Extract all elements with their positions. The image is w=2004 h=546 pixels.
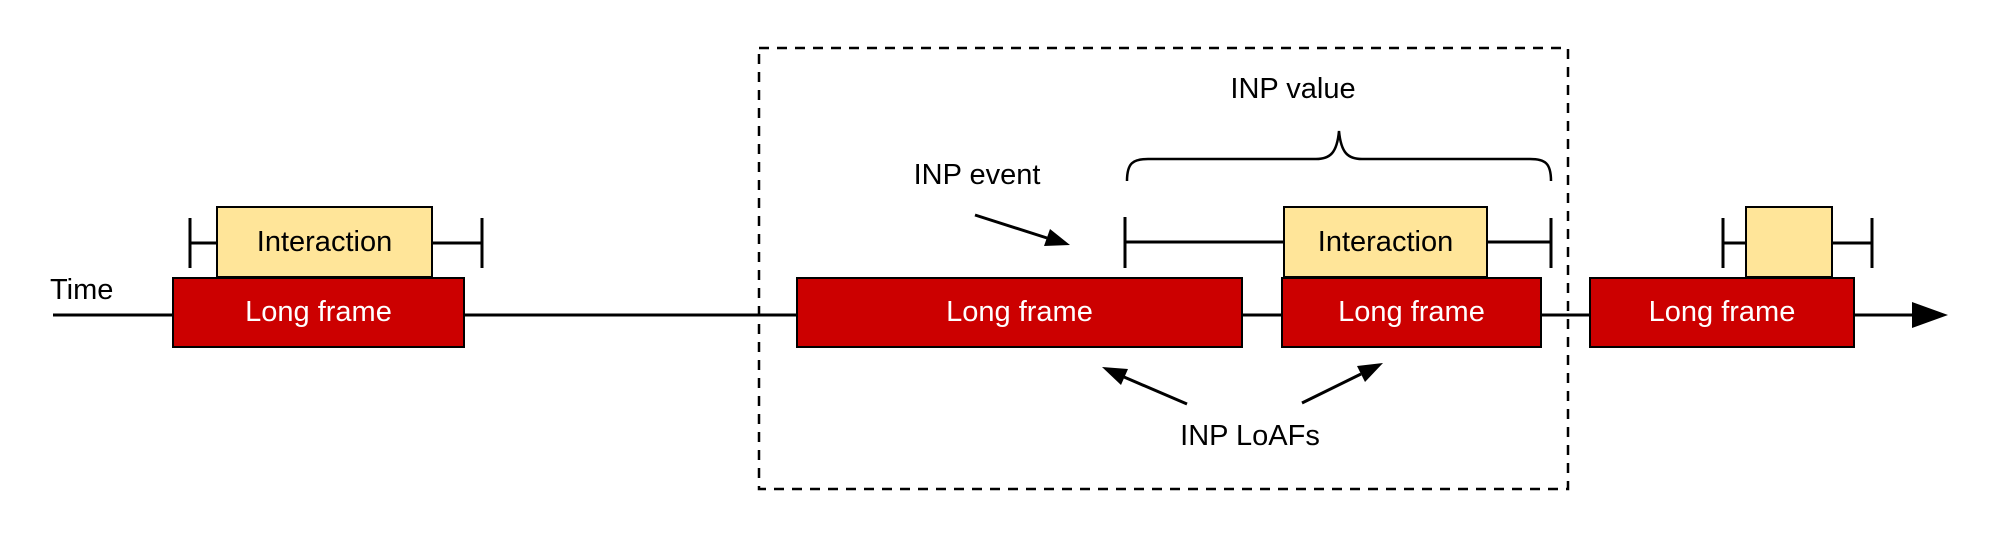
inp-event-label: INP event — [913, 159, 1041, 191]
interaction-box-2: Interaction — [1283, 206, 1488, 278]
inp-value-label: INP value — [1230, 73, 1356, 105]
inp-loafs-right-arrow — [1301, 363, 1383, 405]
inp-loafs-left-arrow — [1102, 367, 1188, 406]
interaction-box-3 — [1745, 206, 1833, 278]
time-axis-label: Time — [50, 274, 114, 306]
inp-interaction-whiskers — [1123, 217, 1553, 268]
long-frame-box-2: Long frame — [796, 277, 1243, 348]
timeline-arrowhead-icon — [1912, 302, 1948, 328]
inp-loafs-left-arrowhead-icon — [1102, 367, 1128, 385]
interaction-box-1: Interaction — [216, 206, 433, 278]
interaction-3-whiskers — [1721, 218, 1874, 268]
inp-event-arrowhead-icon — [1044, 229, 1070, 246]
long-frame-box-4: Long frame — [1589, 277, 1855, 348]
inp-loafs-label: INP LoAFs — [1180, 420, 1320, 452]
inp-region-dashed-box — [757, 46, 1570, 491]
inp-loafs-right-arrowhead-icon — [1357, 363, 1383, 382]
long-frame-box-3: Long frame — [1281, 277, 1542, 348]
long-frame-box-1: Long frame — [172, 277, 465, 348]
interaction-1-whiskers — [188, 218, 484, 268]
inp-value-brace — [1125, 130, 1553, 182]
inp-event-arrow — [974, 213, 1070, 246]
